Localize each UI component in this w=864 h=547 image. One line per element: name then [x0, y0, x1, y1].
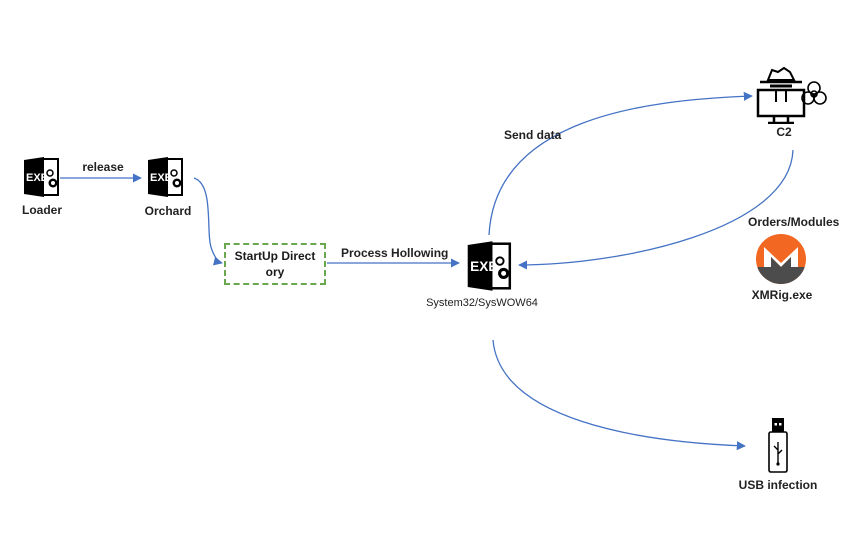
- startup-label-line2: ory: [265, 265, 285, 279]
- xmrig-node: [755, 233, 807, 290]
- edge-send-data: [488, 91, 753, 236]
- exe-icon: EXE: [148, 157, 183, 197]
- startup-directory-node: StartUp Direct ory: [224, 243, 326, 285]
- exe-icon: EXE: [24, 157, 59, 197]
- orchard-label: Orchard: [144, 204, 192, 218]
- loader-label: Loader: [21, 203, 63, 217]
- release-edge-label: release: [82, 160, 124, 174]
- edge-orchard-to-startup: [193, 177, 223, 266]
- edge-orders-modules: [518, 149, 794, 270]
- process-hollowing-label: Process Hollowing: [341, 246, 449, 260]
- startup-label-line1: StartUp Direct: [234, 249, 316, 263]
- system32-node: EXE: [463, 240, 517, 297]
- system32-label: System32/SysWOW64: [426, 297, 538, 309]
- exe-icon: EXE: [467, 241, 512, 291]
- c2-label: C2: [776, 125, 792, 139]
- xmrig-label: XMRig.exe: [751, 288, 813, 302]
- monero-icon: [756, 234, 806, 284]
- svg-text:EXE: EXE: [470, 259, 497, 274]
- svg-text:EXE: EXE: [150, 172, 172, 184]
- orders-modules-label: Orders/Modules: [748, 215, 840, 229]
- loader-node: EXE: [22, 156, 62, 203]
- svg-text:EXE: EXE: [26, 172, 48, 184]
- usb-drive-icon: [768, 418, 788, 473]
- usb-infection-label: USB infection: [738, 478, 818, 492]
- send-data-label: Send data: [504, 128, 562, 142]
- edge-usb-infection: [492, 339, 746, 451]
- orchard-node: EXE: [146, 156, 186, 203]
- usb-node: [766, 418, 790, 479]
- c2-node: [754, 66, 830, 129]
- hacker-monitor-biohazard-icon: [756, 66, 827, 125]
